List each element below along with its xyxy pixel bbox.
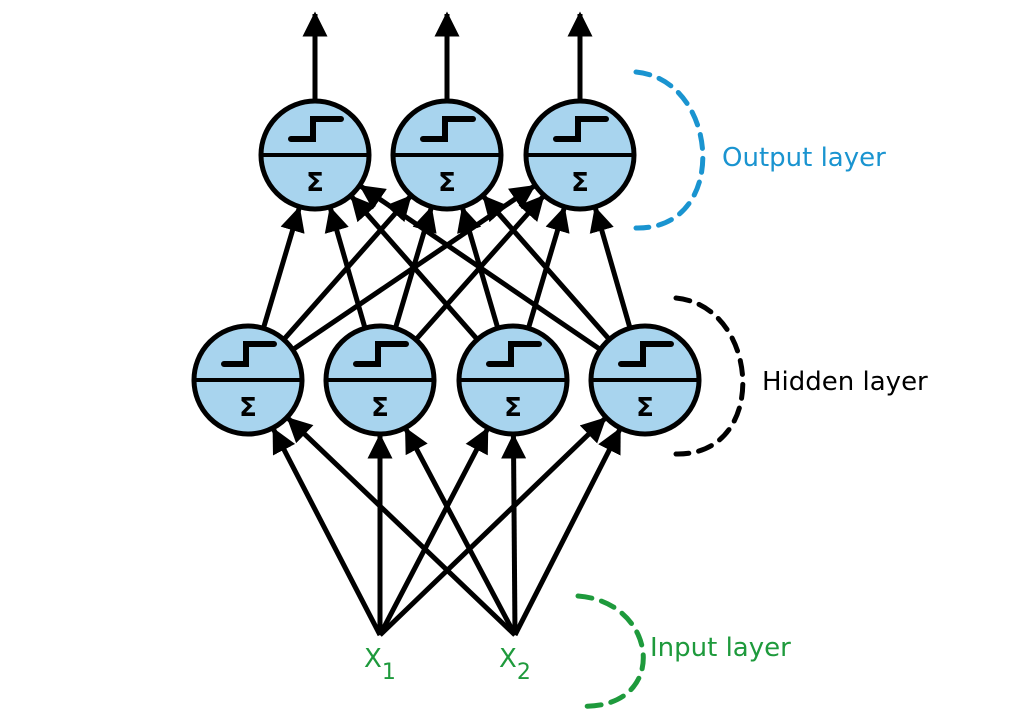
edge-hidden4-output3 (589, 206, 633, 329)
step-function-icon (420, 116, 476, 142)
layer-labels: Output layer Hidden layer Input layer (575, 69, 928, 709)
neurons: Σ Σ Σ Σ Σ Σ Σ (191, 98, 702, 437)
edge-input1-hidden4 (378, 417, 607, 637)
edge-input2-hidden4 (512, 427, 622, 637)
step-function-icon (221, 341, 277, 367)
edge-input2-hidden3 (501, 433, 527, 636)
edge-hidden1-output1 (261, 206, 305, 329)
output-neuron-1: Σ (258, 98, 372, 212)
edge-input1-hidden1 (271, 427, 383, 637)
step-function-icon (288, 116, 344, 142)
hidden-layer-brace (673, 295, 746, 457)
step-function-icon (553, 116, 609, 142)
output-layer-label: Output layer (722, 143, 886, 173)
hidden-neuron-2: Σ (323, 323, 437, 437)
edge-hidden4-output2 (482, 195, 612, 342)
sum-icon: Σ (438, 168, 456, 198)
hidden-neuron-1: Σ (191, 323, 305, 437)
output-neuron-2: Σ (390, 98, 504, 212)
edge-hidden4-output1 (359, 184, 602, 352)
input-layer-label: Input layer (650, 633, 791, 663)
sum-icon: Σ (571, 168, 589, 198)
sum-icon: Σ (239, 393, 257, 423)
hidden-layer-label: Hidden layer (762, 367, 928, 397)
input-layer-brace (575, 593, 646, 709)
edge-hidden3-output1 (350, 195, 480, 342)
step-function-icon (618, 341, 674, 367)
input-x1: X1 (364, 644, 396, 685)
sum-icon: Σ (636, 393, 654, 423)
hidden-neuron-4: Σ (588, 323, 702, 437)
edge-input1-hidden3 (377, 427, 490, 637)
sum-icon: Σ (371, 393, 389, 423)
sum-icon: Σ (306, 168, 324, 198)
output-layer-brace (633, 69, 706, 231)
step-function-icon (486, 341, 542, 367)
step-function-icon (353, 341, 409, 367)
connections (261, 11, 633, 637)
edge-input2-hidden1 (286, 416, 517, 637)
input-nodes: X1 X2 (364, 644, 531, 685)
edge-hidden2-output1 (324, 206, 368, 329)
output-neuron-3: Σ (523, 98, 637, 212)
hidden-neuron-3: Σ (456, 323, 570, 437)
sum-icon: Σ (504, 393, 522, 423)
input-x2: X2 (499, 644, 531, 685)
edge-input2-hidden2 (403, 427, 518, 637)
